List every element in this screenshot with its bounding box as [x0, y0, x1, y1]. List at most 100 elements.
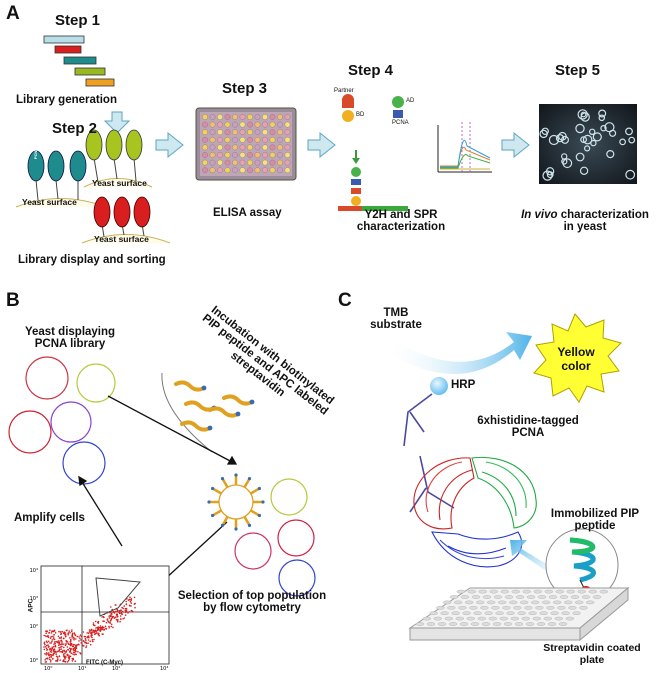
flow-event: [72, 649, 75, 651]
flow-event: [71, 644, 73, 646]
flow-event: [90, 628, 93, 631]
flow-event: [107, 620, 109, 623]
flow-event: [58, 630, 60, 633]
selection-label: Selection of top population by flow cyto…: [168, 590, 336, 614]
elisa-well: [224, 159, 231, 166]
flow-event: [100, 629, 102, 631]
elisa-well: [217, 167, 223, 174]
streptavidin-plate: [408, 586, 630, 642]
flow-event: [61, 645, 63, 648]
plate-well: [426, 622, 436, 626]
elisa-well: [224, 114, 231, 120]
plate-well: [509, 600, 518, 605]
elisa-well: [217, 159, 223, 166]
plate-well: [459, 622, 469, 626]
flow-event: [73, 654, 75, 656]
flow-event: [53, 630, 56, 632]
flow-event: [105, 627, 107, 630]
flow-event: [116, 608, 119, 611]
y2h-partner-label: Partner: [334, 88, 354, 94]
flow-event: [122, 611, 125, 613]
flow-event: [51, 635, 53, 638]
plate-well: [455, 616, 464, 621]
step3-label: Step 3: [222, 80, 268, 97]
yellow-line2: color: [561, 359, 591, 373]
flow-event: [127, 612, 129, 614]
elisa-well: [232, 121, 238, 128]
flow-event: [44, 643, 46, 646]
flow-event: [60, 637, 62, 639]
flow-event: [49, 649, 51, 651]
plate-well: [456, 589, 465, 594]
flow-event: [50, 659, 52, 662]
plate-well: [528, 611, 537, 616]
flow-event: [44, 646, 47, 648]
plate-well: [579, 606, 588, 610]
plate-well: [547, 622, 557, 626]
elisa-well: [247, 167, 253, 174]
plate-well: [592, 595, 602, 599]
elisa-well: [209, 167, 216, 174]
plate-well: [484, 611, 493, 616]
flow-event: [83, 640, 85, 643]
plate-well: [544, 589, 553, 594]
plate-well: [480, 606, 489, 610]
flow-event: [43, 634, 45, 637]
flow-event: [45, 640, 48, 642]
flow-event: [101, 627, 104, 629]
elisa-well: [277, 121, 283, 128]
flow-event: [85, 646, 87, 649]
flow-event: [102, 615, 105, 618]
spike-peptide: [243, 477, 251, 488]
flow-event: [53, 641, 56, 643]
yeast-cell: [561, 158, 568, 165]
panel-letter-c: C: [338, 290, 352, 311]
antibody-icon: [403, 393, 455, 513]
elisa-well: [269, 144, 276, 151]
panel-letter-b: B: [6, 290, 20, 311]
flow-event: [115, 618, 118, 621]
flow-event: [69, 650, 72, 652]
plate-well: [492, 622, 502, 626]
flow-event: [71, 637, 73, 639]
flow-event: [53, 638, 56, 641]
flow-event: [48, 631, 51, 634]
pip-peptide-label: Immobilized PIP peptide: [538, 508, 652, 532]
yeast-cell: [580, 136, 587, 144]
flow-event: [113, 611, 116, 613]
tmb-flow-arrow: [384, 332, 532, 374]
flow-cytometry-plot: 10⁴ 10³ 10² 10⁰ 10⁰ 10¹ 10² 10⁴: [30, 565, 170, 672]
flow-event: [57, 635, 60, 638]
flow-event: [57, 641, 60, 644]
elisa-well: [247, 114, 253, 120]
yellow-color-label: Yellow color: [546, 345, 606, 373]
plate-well: [550, 611, 559, 616]
yeast-cell: [577, 109, 588, 120]
flow-event: [130, 598, 133, 600]
flow-event: [49, 629, 51, 631]
flow-event: [91, 636, 93, 639]
yeast-cell: [625, 169, 636, 180]
flow-event: [51, 630, 53, 633]
flow-event: [81, 644, 84, 647]
flow-event: [71, 632, 74, 635]
flow-event: [74, 647, 76, 649]
elisa-well: [284, 129, 291, 136]
peptide-icon: [174, 380, 207, 392]
sorted-yeast-cell: [207, 473, 265, 531]
elisa-well: [277, 114, 283, 120]
flow-event: [88, 631, 91, 633]
flow-event: [129, 600, 132, 603]
plate-well: [466, 616, 475, 621]
flow-event: [59, 640, 61, 642]
flow-event: [62, 643, 64, 645]
flow-event: [87, 639, 90, 641]
spike-tip: [211, 486, 215, 491]
plate-well: [555, 589, 564, 594]
flow-event: [134, 602, 136, 605]
elisa-well: [217, 129, 223, 136]
elisa-well: [254, 121, 261, 128]
plate-well: [525, 622, 535, 626]
flow-event: [110, 623, 113, 626]
elisa-well: [277, 152, 283, 158]
